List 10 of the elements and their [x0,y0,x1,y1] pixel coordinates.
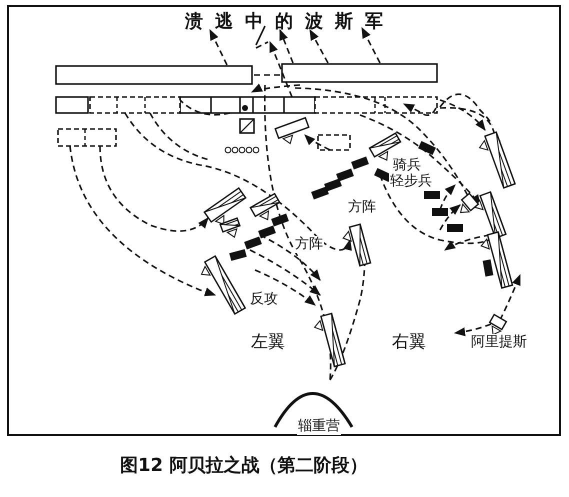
map-label: 反攻 [249,291,279,308]
unit-label: 方阵 [294,236,324,253]
unit-label: 骑兵 [392,157,422,174]
wing-label: 右翼 [391,334,427,351]
figure-caption: 图12 阿贝拉之战（第二阶段） [120,455,368,477]
map-title: 溃逃中的波斯军 [185,12,395,32]
wing-label: 左翼 [250,334,286,351]
unit-label: 方阵 [347,199,377,216]
place-label: 辎重营 [297,418,341,435]
unit-label: 轻步兵 [389,173,433,190]
